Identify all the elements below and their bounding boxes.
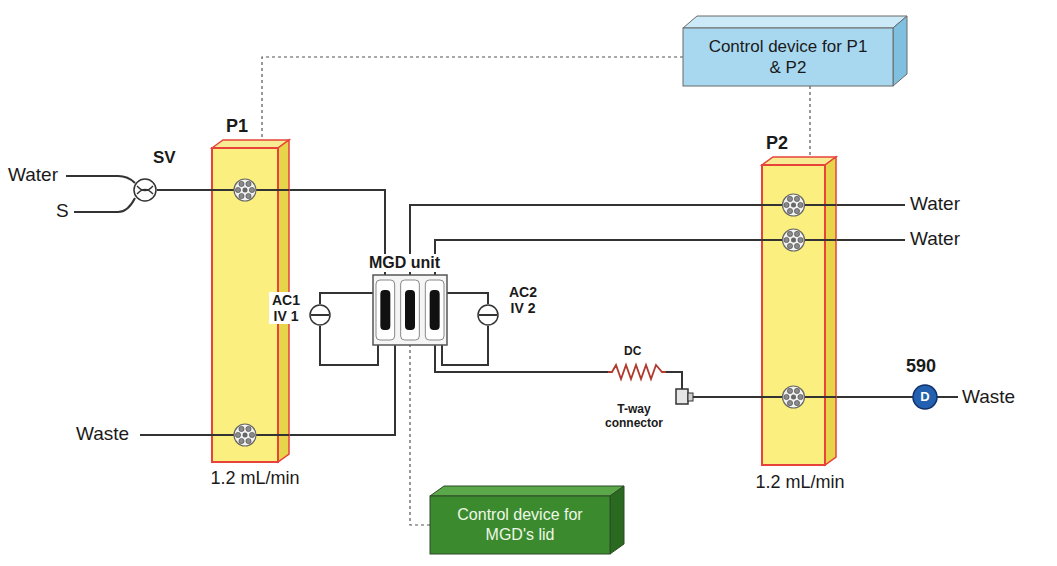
peristaltic-pump: P2 (762, 165, 825, 465)
box-side-face (893, 16, 907, 86)
tubing-line (435, 240, 762, 275)
node-text: SV (153, 148, 176, 168)
isolation-valve: AC1 IV 1 (309, 304, 331, 326)
detector: D (913, 385, 937, 409)
pump-front-face (762, 165, 825, 465)
node-outline (373, 275, 447, 345)
node-text: AC1 IV 1 (269, 292, 303, 324)
box-side-face (610, 486, 624, 554)
node-text: P1 (226, 116, 248, 137)
node-outline (477, 304, 499, 326)
label-text: 590 (906, 356, 936, 377)
pump-roller (783, 194, 805, 216)
mgd-cell (401, 280, 420, 340)
label-text: Water (910, 193, 960, 215)
control-signal-line (410, 345, 430, 525)
node-outline (430, 496, 610, 554)
t-way-port (688, 393, 693, 401)
box-top-face (683, 16, 907, 28)
label-text: 1.2 mL/min (740, 472, 860, 493)
box-front-face (430, 496, 610, 554)
label-text: DC (624, 344, 641, 358)
control-box: Control device for MGD's lid (430, 496, 610, 554)
pump-roller (783, 229, 805, 251)
tubing-line (442, 326, 488, 365)
node-outline (762, 165, 825, 465)
inlet-tube (74, 198, 135, 212)
t-way-connector (676, 389, 688, 404)
water-tube (835, 204, 905, 206)
detector-body (913, 385, 937, 409)
label-text: 1.2 mL/min (195, 468, 315, 489)
node-text: MGD unit (367, 254, 442, 272)
gas-diffusion-membrane (430, 290, 440, 330)
node-text: D (913, 385, 937, 409)
mgd-housing (373, 275, 447, 345)
isolation-valve: AC2 IV 2 (477, 304, 499, 326)
label-text: Water (910, 228, 960, 250)
node-outline (309, 304, 331, 326)
valve-body (478, 305, 498, 325)
waste-tube (937, 396, 958, 398)
control-box: Control device for P1 & P2 (683, 28, 893, 86)
tubing-line (410, 205, 762, 275)
pump-side-face (825, 157, 836, 465)
node-text: AC2 IV 2 (505, 284, 541, 316)
control-signal-line (809, 86, 810, 157)
mgd-cell (425, 280, 444, 340)
valve-channel (137, 186, 153, 194)
mgd-cell (376, 280, 395, 340)
tubing-line (288, 345, 395, 435)
tubing-line (320, 293, 373, 304)
valve-gate (479, 314, 497, 316)
node-outline (133, 178, 157, 202)
node-text: P2 (766, 133, 788, 154)
valve-body (134, 179, 156, 201)
box-top-face (430, 486, 624, 496)
inlet-tube (66, 176, 135, 183)
water-tube (835, 239, 905, 241)
mgd-unit: MGD unit (373, 275, 447, 345)
node-outline (683, 28, 893, 86)
tubing-line (447, 293, 488, 304)
label-text: Waste (962, 386, 1015, 408)
tubing-line (157, 189, 212, 191)
valve-gate (311, 314, 329, 316)
pump-top-face (212, 140, 289, 148)
pump-top-face (762, 157, 836, 165)
node-text: Control device for P1 & P2 (707, 36, 869, 78)
pump-roller (234, 179, 256, 201)
delay-coil (608, 365, 666, 379)
label-text: Water (8, 164, 58, 186)
switching-valve: SV (133, 178, 157, 202)
box-front-face (683, 28, 893, 86)
node-text: Control device for MGD's lid (448, 505, 592, 545)
label-text: S (56, 200, 69, 222)
pump-roller (783, 386, 805, 408)
pump-roller (234, 424, 256, 446)
waste-tube (140, 434, 212, 436)
tubing-line (835, 396, 913, 398)
gas-diffusion-membrane (380, 290, 390, 330)
label-text: Waste (76, 423, 129, 445)
tubing-line (435, 345, 762, 397)
control-signal-line (262, 57, 683, 140)
valve-body (310, 305, 330, 325)
tubing-line (320, 326, 378, 365)
gas-diffusion-membrane (405, 290, 415, 330)
label-text: T-way connector (598, 402, 670, 430)
